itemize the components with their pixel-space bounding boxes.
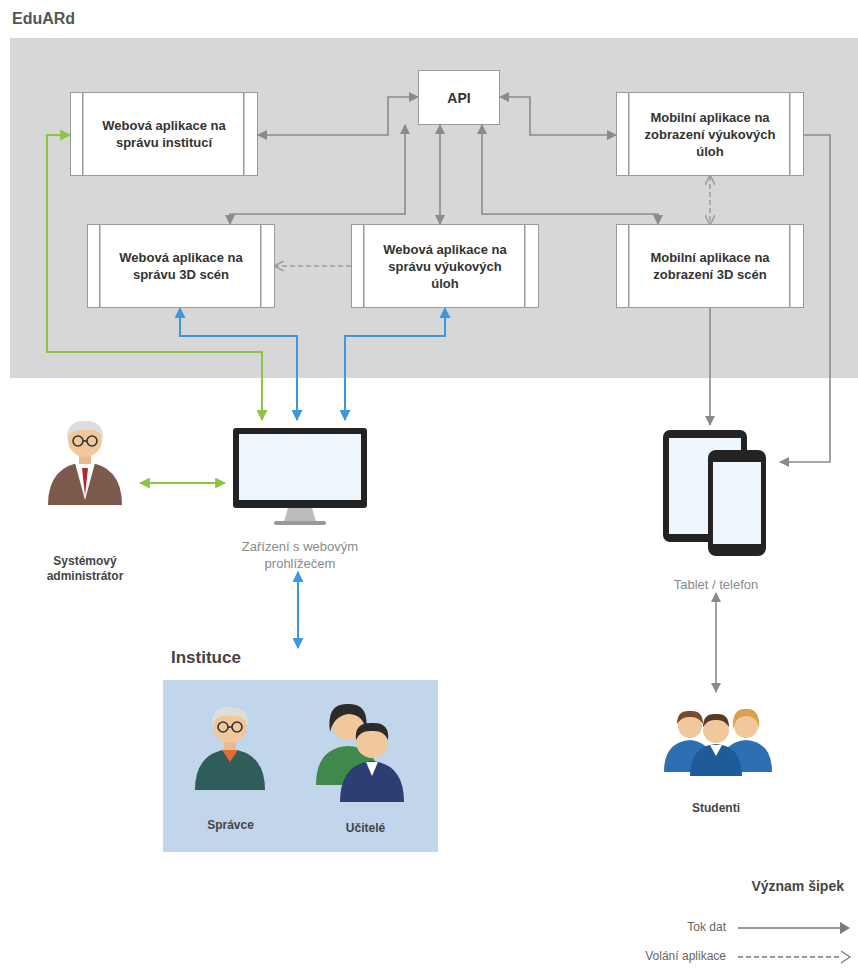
- connector: [140, 482, 225, 484]
- connector: [439, 125, 441, 224]
- api-box: API: [418, 70, 500, 125]
- actor: Systémový administrátor: [30, 420, 140, 584]
- legend-samples: [738, 922, 850, 963]
- monitor-icon: [233, 428, 367, 525]
- node-text: Zařízení s webovým prohlížečem: [225, 538, 375, 572]
- web-app-box: Webová aplikace na správu institucí: [70, 92, 258, 176]
- actor: Učitelé: [308, 698, 423, 836]
- connector: [709, 308, 711, 425]
- institution-band: [163, 680, 438, 852]
- node-text: Systémový administrátor: [30, 554, 140, 584]
- connector: [709, 176, 710, 224]
- node-text: Webová aplikace na správu výukových úloh: [374, 241, 516, 292]
- node-text: API: [447, 90, 470, 106]
- connector: [275, 265, 351, 266]
- web-app-box: Webová aplikace na správu 3D scén: [87, 224, 275, 308]
- connector: [345, 308, 445, 420]
- node-text: Webová aplikace na správu 3D scén: [110, 249, 252, 283]
- node-text: Tablet / telefon: [674, 576, 759, 593]
- node-text: Správce: [207, 818, 254, 833]
- system-band: [10, 38, 858, 378]
- institution-group: InstituceSprávce Učitelé: [163, 648, 438, 852]
- legend-text: Tok dat: [687, 920, 726, 934]
- connector: [500, 97, 616, 135]
- connector: [715, 593, 717, 692]
- mobile-app-box: Mobilní aplikace na zobrazení výukových …: [616, 92, 804, 176]
- tablet-phone-icon: [663, 430, 766, 556]
- web-app-box: Webová aplikace na správu výukových úloh: [351, 224, 539, 308]
- device: Zařízení s webovým prohlížečem: [225, 420, 375, 572]
- students-icon: [664, 709, 772, 776]
- node-text: Webová aplikace na správu institucí: [93, 117, 235, 151]
- legend-heading: Význam šipek: [751, 878, 844, 894]
- node-text: Instituce: [163, 648, 241, 668]
- connector: [180, 308, 297, 420]
- node-text: Studenti: [692, 801, 740, 816]
- teachers-icon: [316, 704, 404, 802]
- mobile-app-box: Mobilní aplikace na zobrazení 3D scén: [616, 224, 804, 308]
- legend-text: Volání aplikace: [645, 949, 726, 963]
- actor: Správce: [183, 703, 278, 833]
- node-text: Mobilní aplikace na zobrazení 3D scén: [639, 249, 781, 283]
- node-text: Mobilní aplikace na zobrazení výukových …: [639, 109, 781, 160]
- actor: Studenti: [648, 692, 784, 816]
- node-text: Učitelé: [346, 821, 385, 836]
- diagram-title: EduARd: [12, 10, 75, 28]
- connector: [297, 572, 299, 648]
- manager-icon: [195, 707, 265, 790]
- device: Tablet / telefon: [652, 425, 780, 593]
- connector: [258, 97, 418, 135]
- admin-icon: [48, 421, 122, 505]
